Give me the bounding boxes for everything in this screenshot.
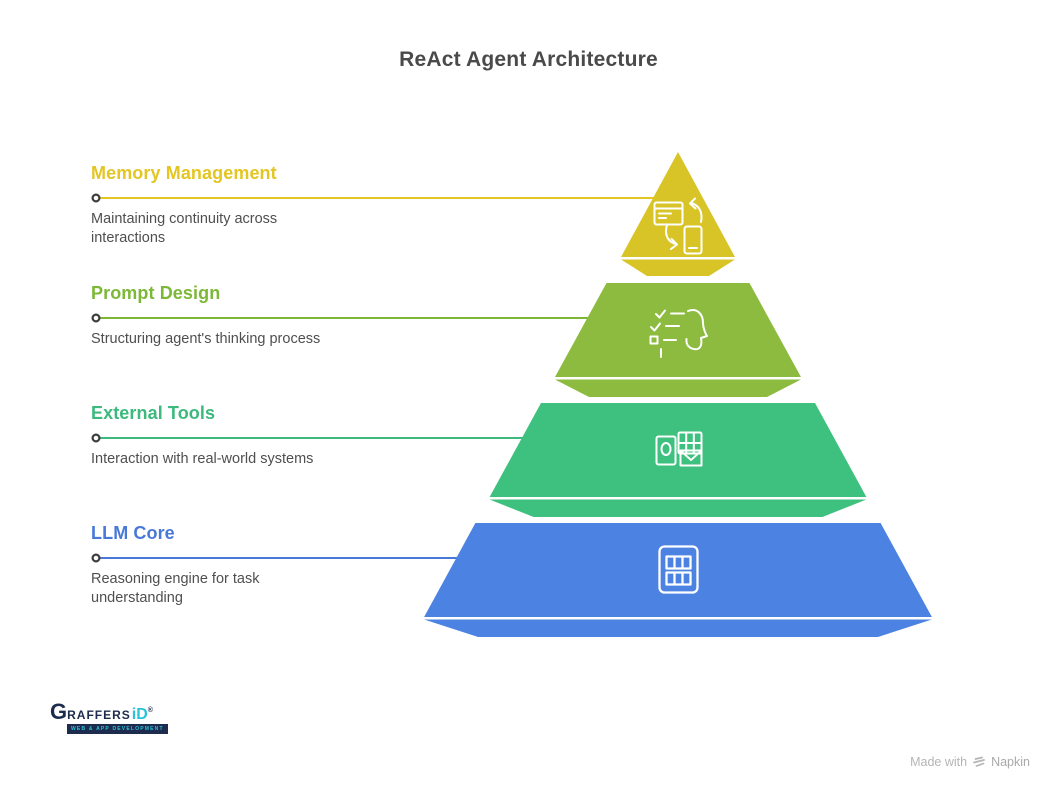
level-heading-memory-management: Memory Management bbox=[91, 163, 277, 183]
napkin-icon bbox=[973, 756, 985, 767]
connector-llm-core bbox=[91, 553, 460, 563]
external-tools-icon bbox=[655, 431, 703, 467]
pyramid-level-memory-management bbox=[621, 152, 735, 276]
logo-tagline: WEB & APP DEVELOPMENT bbox=[67, 724, 168, 734]
level-description-memory-management: Maintaining continuity across interactio… bbox=[91, 211, 278, 246]
connector-external-tools bbox=[91, 433, 525, 443]
pyramid-level-llm-core bbox=[424, 523, 932, 637]
made-with-napkin-credit: Made with Napkin bbox=[910, 755, 1030, 769]
logo-text-raffers: RAFFERS bbox=[67, 708, 131, 722]
logo-letter-g: G bbox=[50, 699, 68, 724]
connector-prompt-design bbox=[91, 313, 590, 323]
connector-dot bbox=[91, 433, 101, 443]
thinking-process-icon bbox=[649, 309, 708, 358]
page-title: ReAct Agent Architecture bbox=[399, 48, 658, 71]
connector-dot bbox=[91, 193, 101, 203]
registered-trademark-symbol: ® bbox=[147, 707, 153, 714]
pyramid-level-external-tools bbox=[489, 403, 867, 517]
level-heading-prompt-design: Prompt Design bbox=[91, 283, 221, 303]
pyramid-level-prompt-design bbox=[555, 283, 801, 397]
connector-dot bbox=[91, 313, 101, 323]
credit-prefix: Made with bbox=[910, 755, 968, 769]
level-heading-llm-core: LLM Core bbox=[91, 523, 175, 543]
level-heading-external-tools: External Tools bbox=[91, 403, 216, 423]
credit-brand: Napkin bbox=[991, 755, 1030, 769]
llm-core-icon bbox=[658, 545, 699, 594]
level-description-external-tools: Interaction with real-world systems bbox=[91, 451, 314, 467]
level-description-prompt-design: Structuring agent's thinking process bbox=[91, 331, 321, 347]
device-sync-icon bbox=[653, 197, 703, 255]
connector-memory-management bbox=[91, 193, 657, 203]
connector-dot bbox=[91, 553, 101, 563]
level-description-llm-core: Reasoning engine for task understanding bbox=[91, 571, 260, 606]
logo-text-id: iD bbox=[131, 706, 148, 723]
